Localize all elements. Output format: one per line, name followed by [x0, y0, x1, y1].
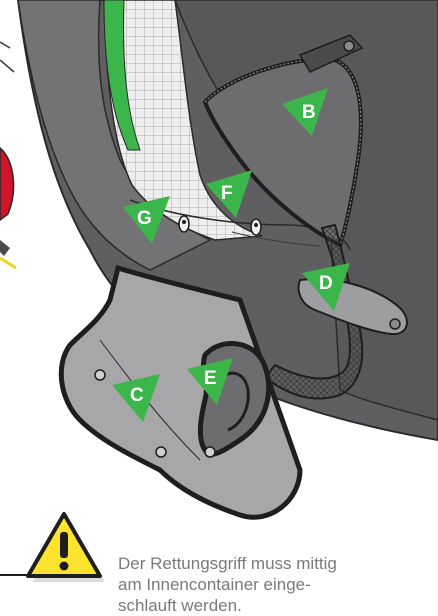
warning-callout — [0, 514, 105, 582]
rescue-handle-fragment — [0, 42, 16, 268]
eyelet-g — [179, 216, 189, 232]
eyelet-f — [251, 219, 261, 235]
label-c: C — [130, 385, 144, 406]
warning-triangle-icon — [28, 514, 105, 582]
label-g: G — [137, 208, 152, 229]
warning-text: Der Rettungsgriff muss mittig am Innenco… — [118, 553, 418, 616]
label-b: B — [302, 102, 316, 123]
label-f: F — [221, 183, 233, 204]
warning-line-2: am Innencontainer einge- — [118, 574, 418, 595]
warning-line-1: Der Rettungsgriff muss mittig — [118, 553, 418, 574]
label-d: D — [319, 273, 333, 294]
label-e: E — [204, 368, 217, 389]
